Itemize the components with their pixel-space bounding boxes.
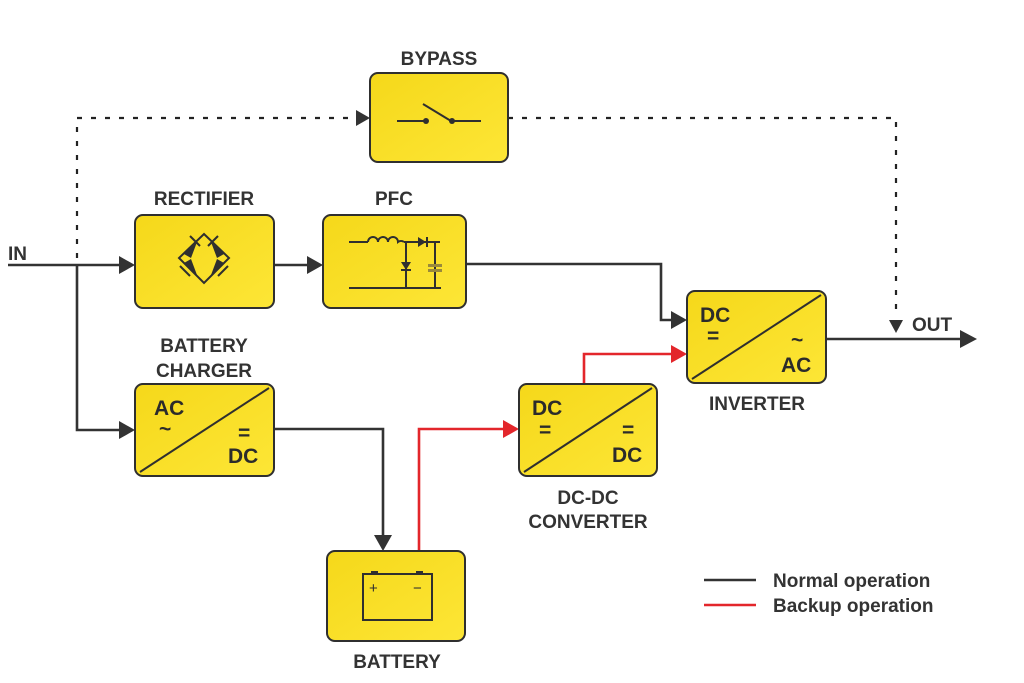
inverter-label: INVERTER	[709, 394, 805, 415]
pfc-inverter-line	[466, 262, 673, 322]
diode-bridge-icon	[177, 232, 231, 285]
bypass-path	[75, 110, 903, 333]
pfc-in-arrowhead	[307, 256, 323, 274]
pfc-label: PFC	[375, 189, 413, 210]
charger-divider	[139, 387, 270, 473]
inverter-block[interactable]: DC = ~ AC INVERTER	[686, 290, 827, 415]
dcdc-converter-block[interactable]: DC = = DC DC-DC CONVERTER	[518, 383, 658, 533]
bypass-block[interactable]: BYPASS	[369, 49, 509, 163]
bypass-label: BYPASS	[401, 49, 478, 70]
charger-label-line1: BATTERY	[160, 336, 248, 357]
battery-dcdc-line	[417, 427, 505, 551]
inverter-divider	[691, 294, 822, 380]
battery-block[interactable]: + − BATTERY	[326, 550, 466, 673]
battery-icon: + −	[362, 571, 433, 621]
pfc-block[interactable]: PFC	[322, 189, 467, 309]
charger-ac-label: AC	[154, 397, 184, 420]
inverter-dc-symbol: =	[707, 325, 719, 348]
dcdc-in-label: DC	[532, 397, 562, 420]
bypass-arrowhead	[356, 110, 370, 126]
battery-plus-sign: +	[369, 580, 378, 597]
output-label: OUT	[912, 315, 953, 336]
charger-label-line2: CHARGER	[156, 361, 252, 382]
charger-dc-symbol: =	[238, 422, 250, 445]
battery-minus-sign: −	[413, 580, 422, 597]
dcdc-label-line1: DC-DC	[557, 488, 618, 509]
legend-normal-label: Normal operation	[773, 571, 930, 592]
backup-path	[417, 345, 687, 551]
input-label: IN	[8, 244, 27, 265]
dcdc-out-symbol: =	[622, 419, 634, 442]
bypass-dotted-line-out	[508, 116, 898, 318]
bypass-out-arrowhead	[889, 320, 903, 333]
battery-label: BATTERY	[353, 652, 441, 673]
dcdc-out-label: DC	[612, 444, 642, 467]
dcdc-inverter-line	[582, 352, 673, 384]
battery-in-arrowhead	[374, 535, 392, 551]
inverter-in-arrowhead	[671, 311, 687, 329]
boost-circuit-icon	[349, 236, 442, 289]
output-arrowhead	[960, 330, 977, 348]
rectifier-box[interactable]	[134, 214, 275, 309]
rectifier-in-arrowhead	[119, 256, 135, 274]
charger-feed-line	[75, 265, 121, 432]
charger-in-arrowhead	[119, 421, 135, 439]
dcdc-in-symbol: =	[539, 419, 551, 442]
dcdc-label-line2: CONVERTER	[528, 512, 648, 533]
charger-dc-label: DC	[228, 445, 258, 468]
charger-ac-symbol: ~	[159, 418, 171, 441]
legend-backup-label: Backup operation	[773, 596, 933, 617]
inverter-backup-arrowhead	[671, 345, 687, 363]
battery-charger-block[interactable]: BATTERY CHARGER AC ~ = DC	[134, 336, 275, 477]
legend: Normal operation Backup operation	[704, 571, 933, 617]
charger-battery-line	[274, 427, 385, 537]
dcdc-in-arrowhead	[503, 420, 519, 438]
rectifier-label: RECTIFIER	[154, 189, 255, 210]
pfc-box[interactable]	[322, 214, 467, 309]
inverter-dc-label: DC	[700, 304, 730, 327]
rectifier-block[interactable]: RECTIFIER	[134, 189, 275, 309]
dcdc-divider	[523, 387, 653, 473]
bypass-dotted-line-in	[75, 116, 356, 258]
switch-icon	[397, 103, 481, 124]
bypass-box[interactable]	[369, 72, 509, 163]
inverter-ac-symbol: ~	[791, 329, 803, 352]
normal-path	[8, 256, 977, 551]
inverter-ac-label: AC	[781, 354, 811, 377]
battery-box[interactable]	[326, 550, 466, 642]
